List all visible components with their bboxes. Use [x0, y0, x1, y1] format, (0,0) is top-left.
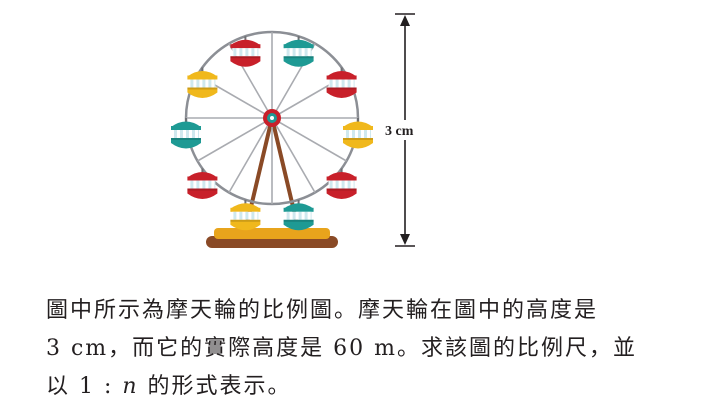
- wheel-spoke: [197, 117, 273, 162]
- cabin: [230, 199, 261, 231]
- cabins: [171, 36, 373, 231]
- wheel-hub: [263, 109, 281, 127]
- question-line-2: 3 cm，而它的實際高度是 60 m。求該圖的比例尺，並: [46, 336, 638, 361]
- wheel-spokes: [186, 32, 358, 204]
- variable-n: n: [122, 374, 139, 399]
- cabin: [171, 118, 201, 149]
- question-line-1: 圖中所示為摩天輪的比例圖。摩天輪在圖中的高度是: [46, 298, 599, 323]
- height-label: 3 cm: [385, 124, 414, 139]
- question-line-3: 以 1 : n 的形式表示。: [46, 368, 686, 406]
- height-dimension: 3 cm: [385, 13, 415, 247]
- question-text: 圖中所示為摩天輪的比例圖。摩天輪在圖中的高度是 3 cm，而它的實際高度是 60…: [46, 292, 686, 406]
- ferris-wheel-base: [206, 228, 338, 248]
- question-line-3-end: 的形式表示。: [138, 374, 292, 399]
- wheel-spoke: [228, 117, 273, 193]
- wheel-spoke: [271, 117, 347, 162]
- cabin: [187, 67, 218, 98]
- arrow-down-icon: [400, 234, 410, 245]
- cabin: [283, 36, 314, 67]
- question-line-3-start: 以 1 :: [46, 374, 123, 399]
- arrow-up-icon: [400, 15, 410, 26]
- ferris-wheel-figure: 3 cm: [171, 13, 415, 248]
- wheel-spoke: [271, 117, 316, 193]
- cabin: [326, 67, 357, 98]
- cabin: [326, 168, 357, 199]
- cabin: [230, 36, 261, 67]
- cabin: [187, 168, 218, 199]
- cabin: [283, 199, 314, 231]
- cabin: [343, 118, 373, 149]
